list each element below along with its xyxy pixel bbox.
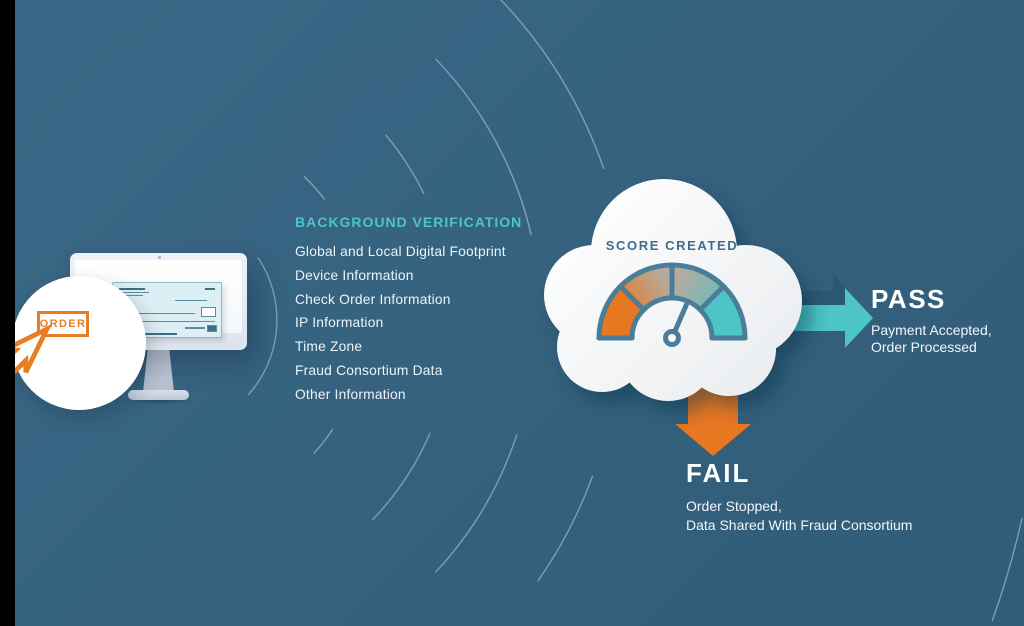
verification-heading: BACKGROUND VERIFICATION bbox=[295, 214, 523, 230]
pass-description-line: Payment Accepted, bbox=[871, 322, 992, 338]
pass-title: PASS bbox=[871, 284, 946, 314]
list-item: Global and Local Digital Footprint bbox=[295, 244, 506, 259]
score-gauge-icon bbox=[596, 262, 748, 347]
pass-arrow-icon bbox=[792, 288, 873, 348]
fail-result: FAIL Order Stopped, Data Shared With Fra… bbox=[686, 458, 912, 534]
list-item: Time Zone bbox=[295, 339, 363, 355]
list-item: Device Information bbox=[295, 267, 414, 283]
order-button: ORDER bbox=[37, 311, 89, 337]
list-item: Fraud Consortium Data bbox=[295, 362, 443, 378]
background-verification-list: BACKGROUND VERIFICATION Global and Local… bbox=[295, 214, 522, 407]
fail-title: FAIL bbox=[686, 458, 751, 488]
cursor-icon bbox=[0, 323, 53, 382]
fail-description-line: Order Stopped, bbox=[686, 498, 782, 514]
pass-description-line: Order Processed bbox=[871, 338, 977, 355]
left-edge-strip bbox=[0, 0, 15, 626]
monitor-stand-neck bbox=[143, 350, 174, 392]
fail-description-line: Data Shared With Fraud Consortium bbox=[686, 516, 913, 533]
fail-arrow-icon bbox=[675, 386, 751, 456]
gauge-needle bbox=[663, 302, 689, 347]
monitor-floor-shadow bbox=[108, 396, 208, 406]
list-item: Check Order Information bbox=[295, 291, 451, 307]
order-badge: ORDER bbox=[0, 276, 146, 410]
order-button-label: ORDER bbox=[39, 318, 87, 330]
list-item: IP Information bbox=[295, 315, 384, 331]
list-item: Other Information bbox=[295, 386, 406, 402]
webcam-dot-icon bbox=[157, 256, 161, 259]
pass-result: PASS Payment Accepted, Order Processed bbox=[871, 284, 992, 355]
score-created-label: SCORE CREATED bbox=[605, 238, 739, 253]
monitor-stand-base bbox=[128, 390, 189, 400]
